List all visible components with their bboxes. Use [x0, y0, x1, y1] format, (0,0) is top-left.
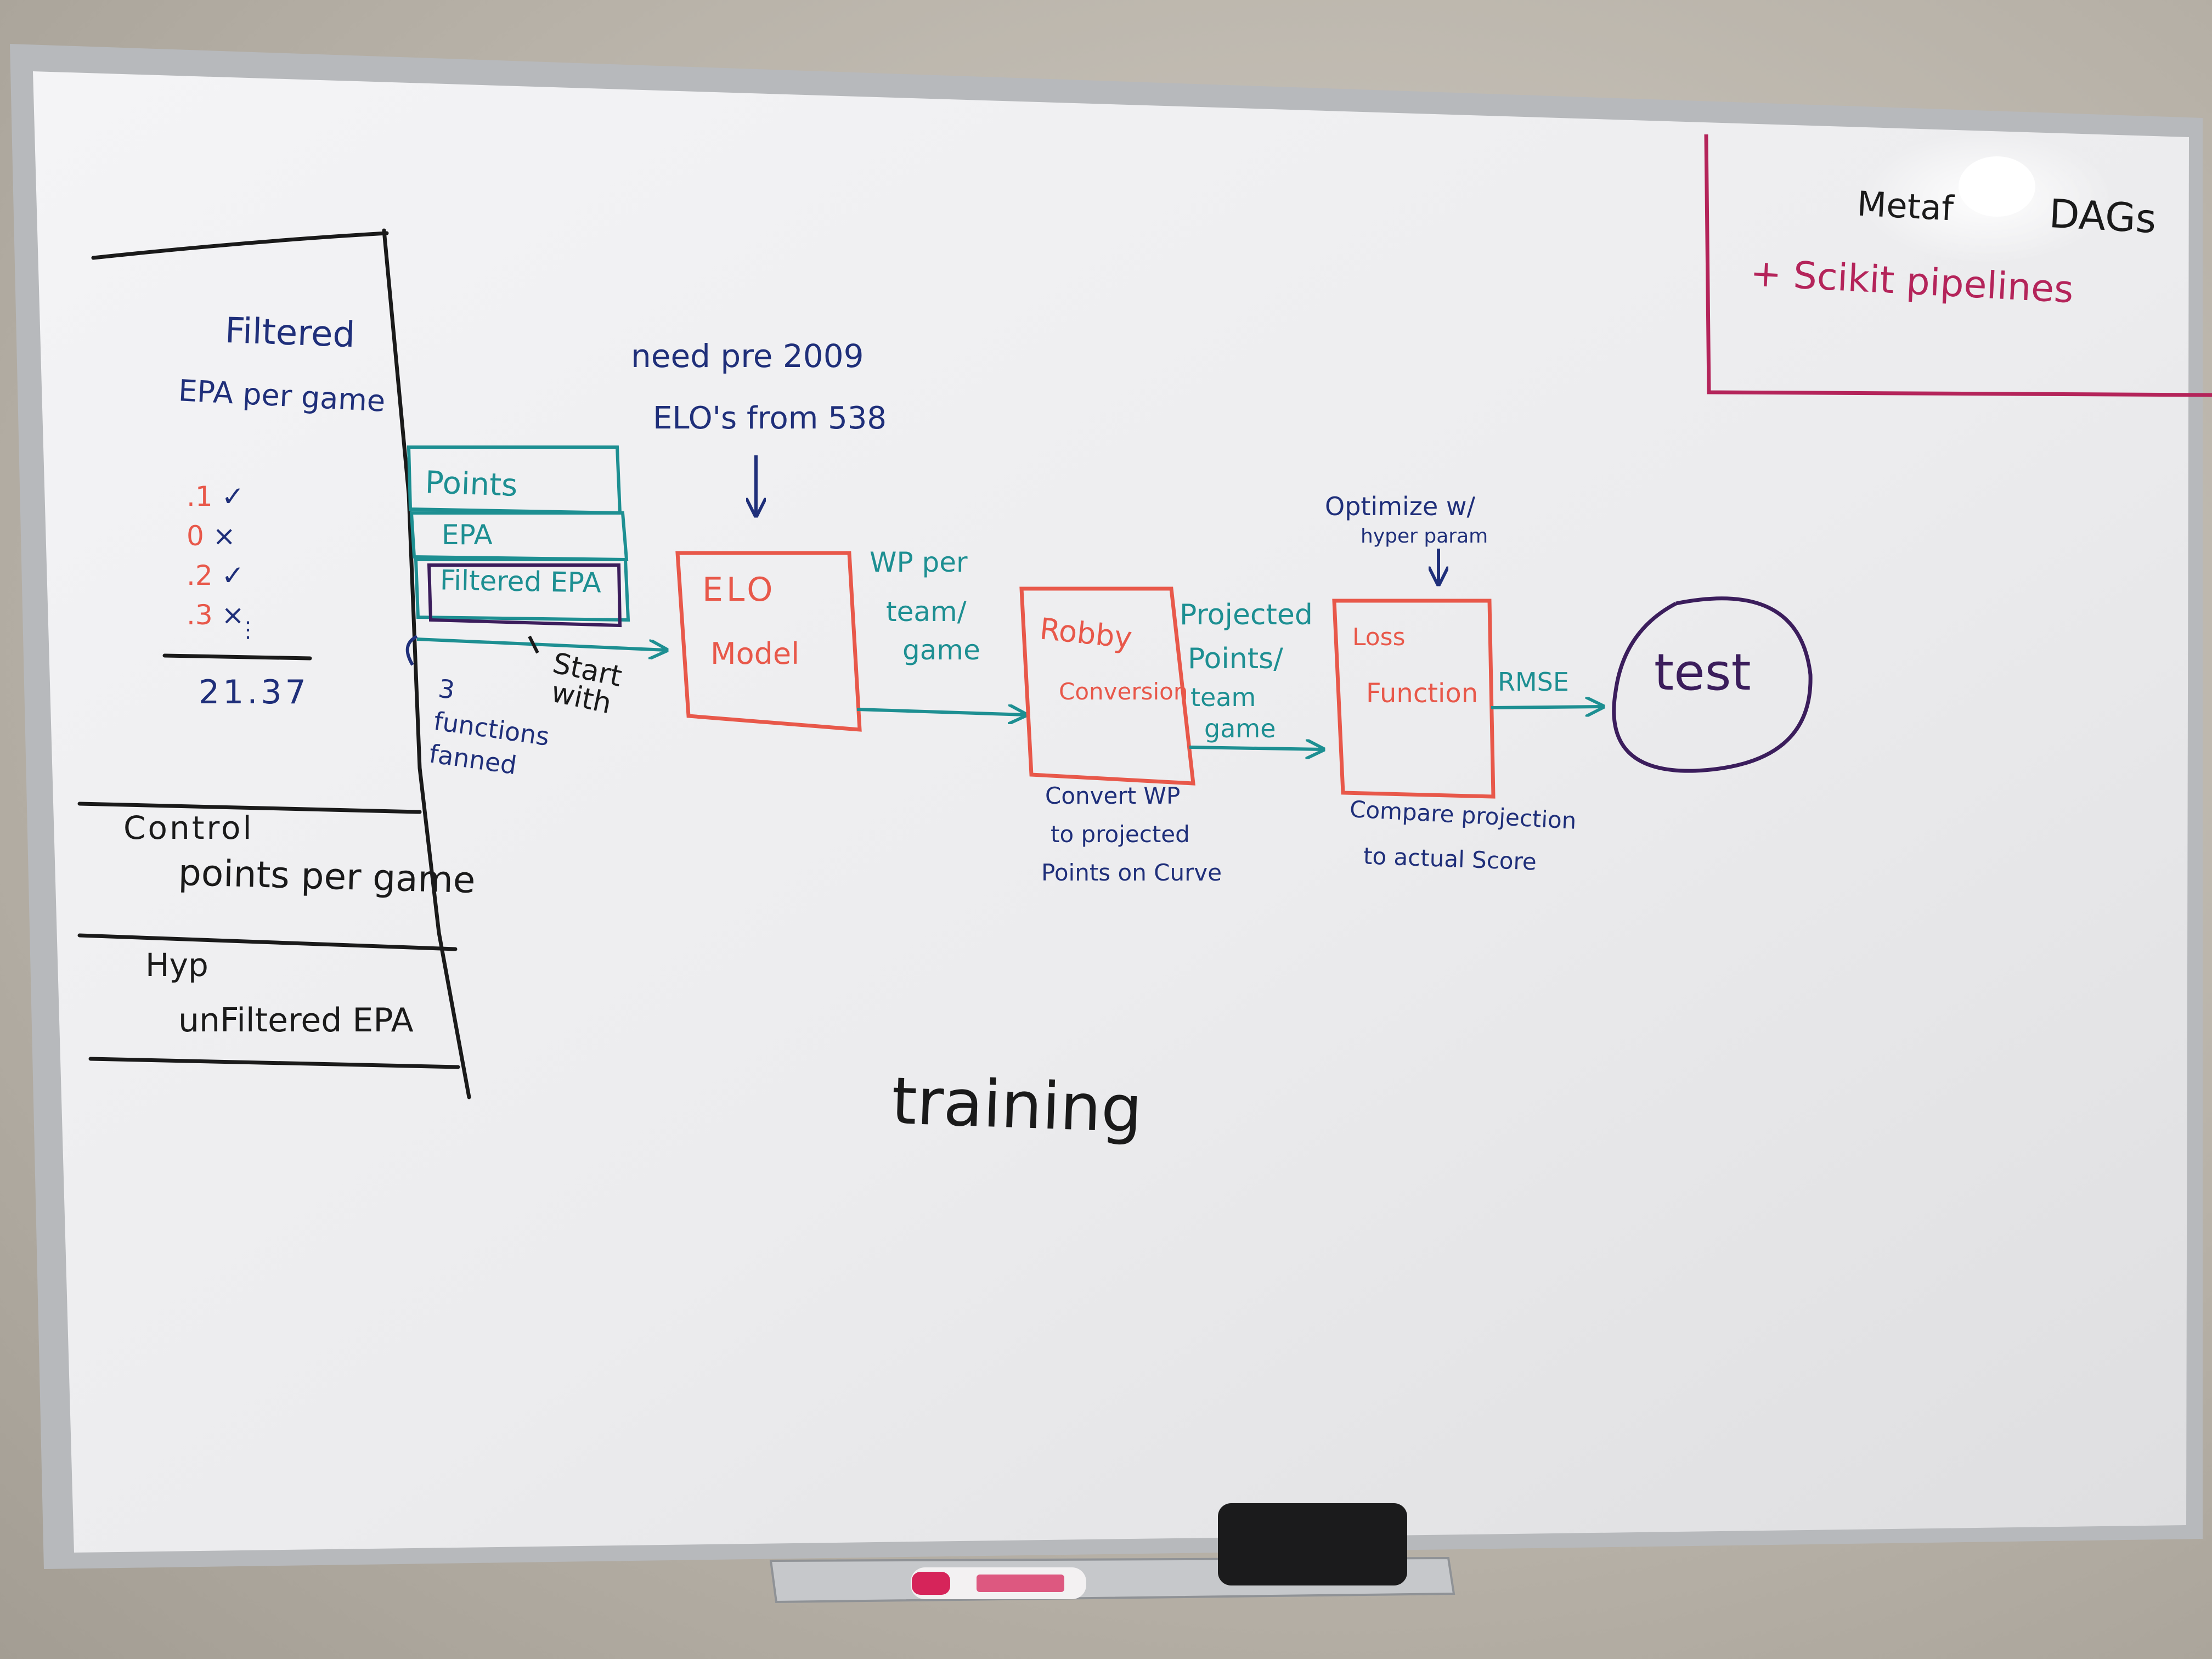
control-subtitle: points per game	[178, 855, 476, 899]
test-label: test	[1654, 647, 1751, 698]
projected-label-line2: Points/	[1188, 645, 1283, 673]
stack-item-filtered-epa: Filtered EPA	[440, 566, 602, 596]
score-item: .1 ✓	[187, 483, 245, 510]
elo-note-line2: ELO's from 538	[653, 403, 887, 434]
elo-box-line1: ELO	[702, 573, 776, 606]
optimize-note-line2: hyper param	[1361, 527, 1488, 546]
score-value: .3	[187, 599, 213, 631]
robby-note-line3: Points on Curve	[1041, 861, 1222, 884]
score-value: 0	[187, 520, 204, 552]
stack-item-epa: EPA	[442, 521, 493, 549]
marker-pen	[911, 1567, 1086, 1599]
robby-to-loss-arrow	[1189, 747, 1323, 749]
corner-note-dags: DAGs	[2048, 194, 2157, 239]
robby-box-line2: Conversion	[1059, 680, 1188, 703]
loss-to-test-arrow	[1491, 707, 1603, 708]
filtered-title: Filtered	[224, 313, 356, 353]
score-value: .2	[187, 560, 213, 591]
score-total: 21.37	[199, 676, 309, 709]
score-item: .3 ×	[187, 601, 245, 629]
cross-icon: ×	[213, 520, 236, 552]
robby-note-line2: to projected	[1051, 823, 1190, 846]
rmse-label: RMSE	[1498, 669, 1569, 695]
score-ellipsis: ⋮	[237, 619, 259, 641]
fanned-label: 3 functions fanned	[427, 673, 561, 787]
score-item: .2 ✓	[187, 562, 245, 589]
robby-note-line1: Convert WP	[1045, 785, 1180, 808]
projected-label-line3: team	[1190, 685, 1256, 710]
elo-note-line1: need pre 2009	[631, 340, 864, 372]
training-label: training	[890, 1068, 1143, 1142]
control-title: Control	[123, 812, 254, 844]
projected-label-line4: game	[1204, 716, 1276, 741]
corner-note-metaf: Metaf	[1856, 187, 1954, 225]
check-icon: ✓	[222, 481, 245, 512]
projected-label-line1: Projected	[1180, 601, 1313, 629]
score-list: .1 ✓ 0 × .2 ✓ .3 ×	[187, 483, 245, 629]
eraser	[1218, 1503, 1407, 1585]
loss-box-line2: Function	[1366, 680, 1478, 707]
wp-label-line1: WP per	[870, 549, 968, 576]
elo-box-line2: Model	[710, 639, 799, 669]
hyp-title: Hyp	[145, 949, 208, 981]
hyp-subtitle: unFiltered EPA	[178, 1004, 414, 1037]
score-value: .1	[187, 481, 213, 512]
wp-label-line3: game	[902, 636, 980, 664]
optimize-note-line1: Optimize w/	[1325, 494, 1475, 519]
loss-box-line1: Loss	[1352, 625, 1406, 650]
loss-note-line2: to actual Score	[1363, 845, 1537, 874]
score-item: 0 ×	[187, 522, 245, 550]
stack-item-points: Points	[425, 467, 518, 501]
check-icon: ✓	[222, 560, 245, 591]
light-glare-core	[1959, 156, 2035, 217]
wp-label-line2: team/	[886, 598, 967, 625]
